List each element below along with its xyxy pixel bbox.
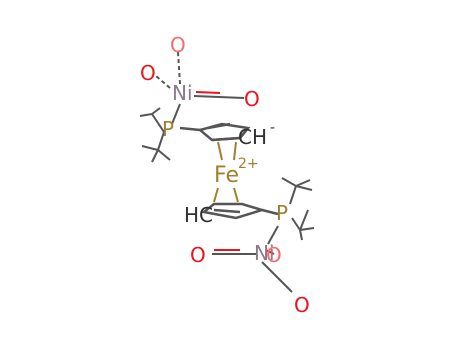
carbanion-charge-top: -	[270, 120, 275, 136]
lower-nickel-carbonyl	[212, 225, 293, 293]
lower-cyclopentadienyl-ring	[201, 202, 279, 220]
oxygen-atom-label: O	[294, 293, 310, 317]
upper-nickel-carbonyl	[155, 51, 245, 125]
iron-atom: Fe	[214, 163, 239, 188]
carbanion-label-top: CH	[238, 125, 267, 149]
oxygen-atom-label: O	[190, 243, 206, 267]
iron-ring-bonds	[213, 141, 239, 203]
oxygen-atom-label: O	[266, 243, 282, 267]
iron-charge: 2+	[238, 156, 259, 172]
upper-cyclopentadienyl-ring	[179, 122, 251, 142]
lower-tert-butyl-groups	[281, 177, 315, 241]
phosphorus-atom-bottom: P	[276, 201, 288, 225]
oxygen-atom-label: O	[170, 33, 186, 57]
carbanion-label-bottom: HC	[184, 203, 213, 227]
phosphorus-atom-top: P	[162, 117, 174, 141]
upper-tert-butyl-groups	[139, 107, 171, 163]
oxygen-atom-label: O	[140, 61, 156, 85]
nickel-atom-top: Ni	[172, 81, 193, 105]
nickel-atom-bottom: Ni	[254, 241, 275, 265]
oxygen-atom-label: O	[244, 87, 260, 111]
